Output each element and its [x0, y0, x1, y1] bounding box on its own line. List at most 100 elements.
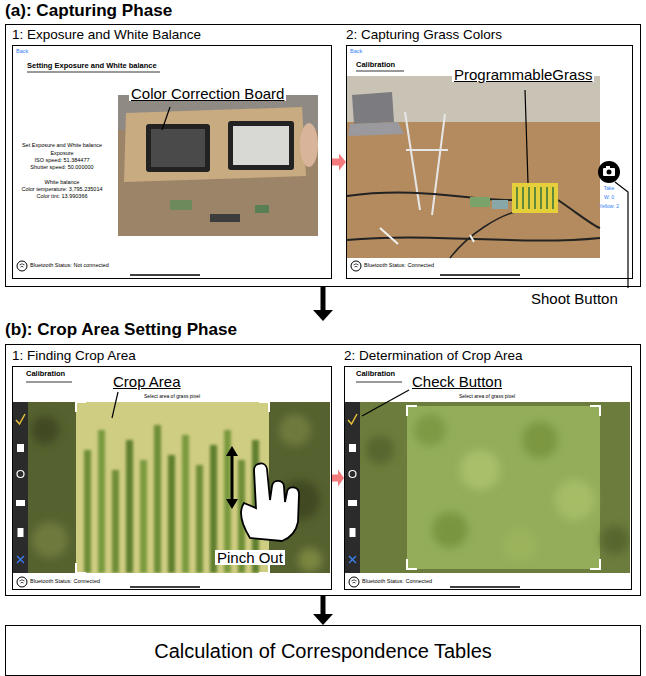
- screenshot-crop-finding-part: [16, 414, 25, 424]
- callout-label: Crop Area: [111, 374, 183, 389]
- status-text: Bluetooth Status: Connected: [30, 579, 100, 585]
- callout-label: Check Button: [410, 374, 504, 389]
- status-text: Bluetooth Status: Connected: [364, 263, 434, 269]
- screenshot-capturing-part: [615, 182, 628, 288]
- screenshot-capturing-part: [440, 274, 520, 276]
- screenshot-capturing-part: [492, 200, 508, 209]
- screenshot-capturing-part: [405, 112, 420, 210]
- screenshot-exposure: [12, 45, 332, 279]
- screenshot-crop-finding-part: [17, 444, 24, 452]
- ui-text: Shutter speed: 50.000000: [30, 165, 93, 171]
- screenshot-crop-determination-part-part: [522, 422, 558, 458]
- screenshot-exposure-part: [124, 107, 306, 182]
- screenshot-crop-determination-part-part: [504, 529, 536, 561]
- screenshot-capturing-part: [516, 187, 518, 209]
- screenshot-crop-determination-part-part: [414, 414, 446, 446]
- callout-label: Pinch Out: [215, 550, 285, 565]
- screenshot-crop-finding-part: [241, 463, 299, 541]
- screenshot-capturing-part: [352, 92, 394, 124]
- screenshot-crop-determination-part: [360, 402, 630, 573]
- screenshot-crop-finding-part: [28, 402, 330, 573]
- screenshot-crop-determination-part-part: [432, 512, 468, 548]
- ui-text: Select area of grass pixel: [459, 394, 515, 399]
- screenshot-crop-finding-part-part: [279, 414, 311, 446]
- ui-text: Color temperature: 3,795.235014: [21, 187, 102, 193]
- screenshot-capturing-part: [348, 122, 404, 136]
- ui-text: Color tint: 13.990366: [36, 194, 87, 200]
- callout-label: Shoot Button: [529, 291, 620, 306]
- screenshot-crop-determination-part-part: [366, 436, 394, 464]
- screenshot-exposure-part: [210, 214, 240, 222]
- screenshot-crop-finding-part: [231, 455, 234, 500]
- screenshot-crop-finding-part: [26, 382, 72, 383]
- screenshot-crop-determination-part: [344, 366, 632, 590]
- screenshot-capturing-part: [432, 114, 445, 215]
- panel-heading: (b): Crop Area Setting Phase: [5, 321, 641, 340]
- back-link: Back: [16, 49, 28, 55]
- screen-title: Calibration: [26, 370, 65, 378]
- screenshot-capturing-part: [534, 187, 536, 209]
- screenshot-crop-finding-part-part: [31, 416, 59, 444]
- callout-label: ProgrammableGrass: [452, 67, 594, 82]
- screenshot-capturing-part: [347, 76, 600, 258]
- screenshot-crop-finding-part: [16, 500, 25, 506]
- screenshot-crop-finding-part-part: [126, 440, 133, 573]
- screenshot-capturing-part: [552, 187, 554, 209]
- phase-arrow: [321, 596, 326, 614]
- screenshot-capturing-part: [598, 161, 620, 183]
- screen-title: Calibration: [356, 370, 395, 378]
- screenshot-exposure-part: [146, 124, 210, 172]
- panel-heading: 1: Finding Crop Area: [12, 349, 332, 364]
- screenshot-crop-determination-part: [348, 500, 357, 506]
- screenshot-exposure-part: [233, 126, 289, 165]
- flow-arrow: [332, 475, 338, 482]
- phase-arrow: [321, 287, 326, 310]
- ui-text: W: 0: [604, 195, 614, 200]
- status-text: Bluetooth Status: Connected: [362, 579, 432, 585]
- screenshot-crop-finding: [12, 366, 332, 590]
- screenshot-crop-finding-part: [130, 586, 200, 588]
- screenshot-crop-finding-part: [13, 402, 28, 573]
- screenshot-crop-determination-part: [407, 406, 600, 569]
- callout-label: Color Correction Board: [129, 86, 286, 101]
- screenshot-crop-determination-part-part: [555, 480, 595, 520]
- screenshot-exposure-part: [300, 123, 318, 167]
- ui-text: Take: [604, 186, 615, 191]
- screenshot-crop-determination-part: [350, 528, 356, 537]
- screenshot-crop-finding-part: [226, 446, 238, 456]
- frame-border: Calculation of Correspondence Tables: [5, 625, 641, 676]
- screenshot-crop-finding-part-part: [168, 455, 175, 573]
- screenshot-capturing-part: [356, 71, 404, 72]
- screenshot-crop-finding-part: [12, 366, 332, 590]
- ui-text: Set Exposure and White balance: [22, 143, 102, 149]
- screenshot-crop-determination-part: [349, 577, 359, 587]
- screenshot-crop-finding-part: [17, 577, 27, 587]
- status-text: Bluetooth Status: Not connected: [30, 263, 109, 269]
- screenshot-exposure-part: [118, 95, 318, 236]
- screen-title: Calibration: [356, 61, 395, 69]
- screenshot-capturing-part: [522, 187, 524, 209]
- screenshot-capturing-part: [525, 90, 528, 183]
- screenshot-crop-finding-part: [17, 556, 24, 563]
- screenshot-capturing-part: [354, 264, 359, 267]
- screenshot-crop-finding-part: [112, 392, 118, 418]
- panel-heading: 2: Capturing Grass Colors: [346, 28, 633, 43]
- screenshot-crop-finding-part-part: [32, 522, 68, 558]
- screenshot-crop-finding-part-part: [196, 465, 203, 573]
- screenshot-exposure-part: [162, 107, 170, 130]
- screenshot-exposure-part: [228, 121, 294, 170]
- screenshot-crop-determination-part: [345, 402, 360, 573]
- screenshot-crop-finding-part: [17, 471, 24, 478]
- phase-panel: 1: Finding Crop Area 2: Determination of …: [5, 321, 641, 596]
- screenshot-exposure-part: [12, 45, 332, 279]
- screenshot-crop-determination-part-part: [460, 450, 500, 490]
- frame-border: [5, 344, 641, 596]
- screenshot-capturing-part: [546, 187, 548, 209]
- screenshot-exposure-part: [130, 274, 200, 276]
- screenshot-crop-determination-part: [349, 444, 356, 452]
- screenshot-exposure-part: [27, 72, 160, 73]
- panel-heading: 2: Determination of Crop Area: [344, 349, 632, 364]
- screenshot-capturing-part: [346, 45, 633, 279]
- flow-arrow: [332, 159, 339, 166]
